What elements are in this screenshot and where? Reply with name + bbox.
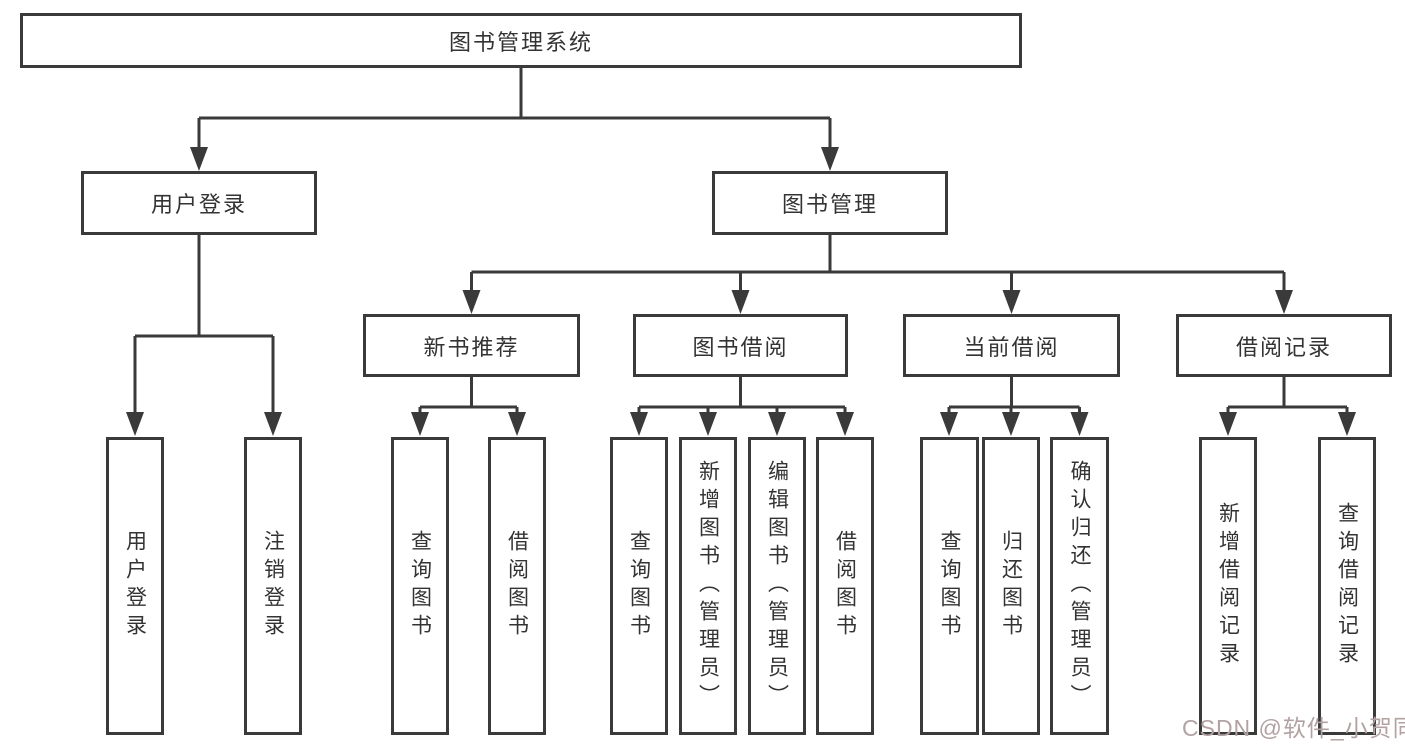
leaf-borrow-add-book-admin-label: 新增图书（管理员） xyxy=(696,460,720,712)
node-book-borrow: 图书借阅 xyxy=(633,314,848,377)
leaf-current-confirm-return-admin: 确认归还（管理员） xyxy=(1050,437,1109,735)
node-book-manage: 图书管理 xyxy=(712,171,948,235)
leaf-current-confirm-return-admin-label: 确认归还（管理员） xyxy=(1068,460,1091,712)
node-root-label: 图书管理系统 xyxy=(448,29,593,55)
leaf-borrow-borrow-book: 借阅图书 xyxy=(816,437,874,735)
leaf-borrow-add-book-admin: 新增图书（管理员） xyxy=(679,437,737,735)
node-root: 图书管理系统 xyxy=(20,13,1022,68)
leaf-borrow-query-book: 查询图书 xyxy=(610,437,668,735)
node-user-login-label: 用户登录 xyxy=(150,192,247,217)
leaf-record-query-borrow-record-label: 查询借阅记录 xyxy=(1335,502,1359,670)
leaf-user-login: 用户登录 xyxy=(106,437,164,735)
leaf-recommend-borrow-book: 借阅图书 xyxy=(488,437,546,735)
leaf-record-add-borrow-record: 新增借阅记录 xyxy=(1199,437,1257,735)
leaf-current-return-book: 归还图书 xyxy=(982,437,1040,735)
leaf-current-query-book-label: 查询图书 xyxy=(938,530,961,642)
node-current-borrow: 当前借阅 xyxy=(903,314,1120,377)
leaf-record-query-borrow-record: 查询借阅记录 xyxy=(1318,437,1376,735)
node-book-borrow-label: 图书借阅 xyxy=(692,334,789,360)
node-book-manage-label: 图书管理 xyxy=(781,192,878,217)
leaf-borrow-borrow-book-label: 借阅图书 xyxy=(833,530,857,642)
node-new-book-recommend: 新书推荐 xyxy=(363,314,580,377)
node-current-borrow-label: 当前借阅 xyxy=(963,334,1060,360)
leaf-logout: 注销登录 xyxy=(244,437,302,735)
leaf-borrow-edit-book-admin: 编辑图书（管理员） xyxy=(748,437,806,735)
leaf-borrow-query-book-label: 查询图书 xyxy=(627,530,651,642)
leaf-record-add-borrow-record-label: 新增借阅记录 xyxy=(1216,502,1240,670)
leaf-borrow-edit-book-admin-label: 编辑图书（管理员） xyxy=(765,460,789,712)
node-user-login: 用户登录 xyxy=(81,171,317,235)
node-borrow-record-label: 借阅记录 xyxy=(1235,334,1332,360)
csdn-watermark: CSDN @软件_小贺同学 xyxy=(1182,715,1405,741)
leaf-current-query-book: 查询图书 xyxy=(920,437,979,735)
node-borrow-record: 借阅记录 xyxy=(1176,314,1392,377)
leaf-recommend-query-book: 查询图书 xyxy=(391,437,449,735)
leaf-current-return-book-label: 归还图书 xyxy=(999,530,1023,642)
leaf-recommend-borrow-book-label: 借阅图书 xyxy=(505,530,529,642)
leaf-user-login-label: 用户登录 xyxy=(123,530,147,642)
leaf-logout-label: 注销登录 xyxy=(261,530,285,642)
leaf-recommend-query-book-label: 查询图书 xyxy=(408,530,432,642)
node-new-book-recommend-label: 新书推荐 xyxy=(423,334,520,360)
